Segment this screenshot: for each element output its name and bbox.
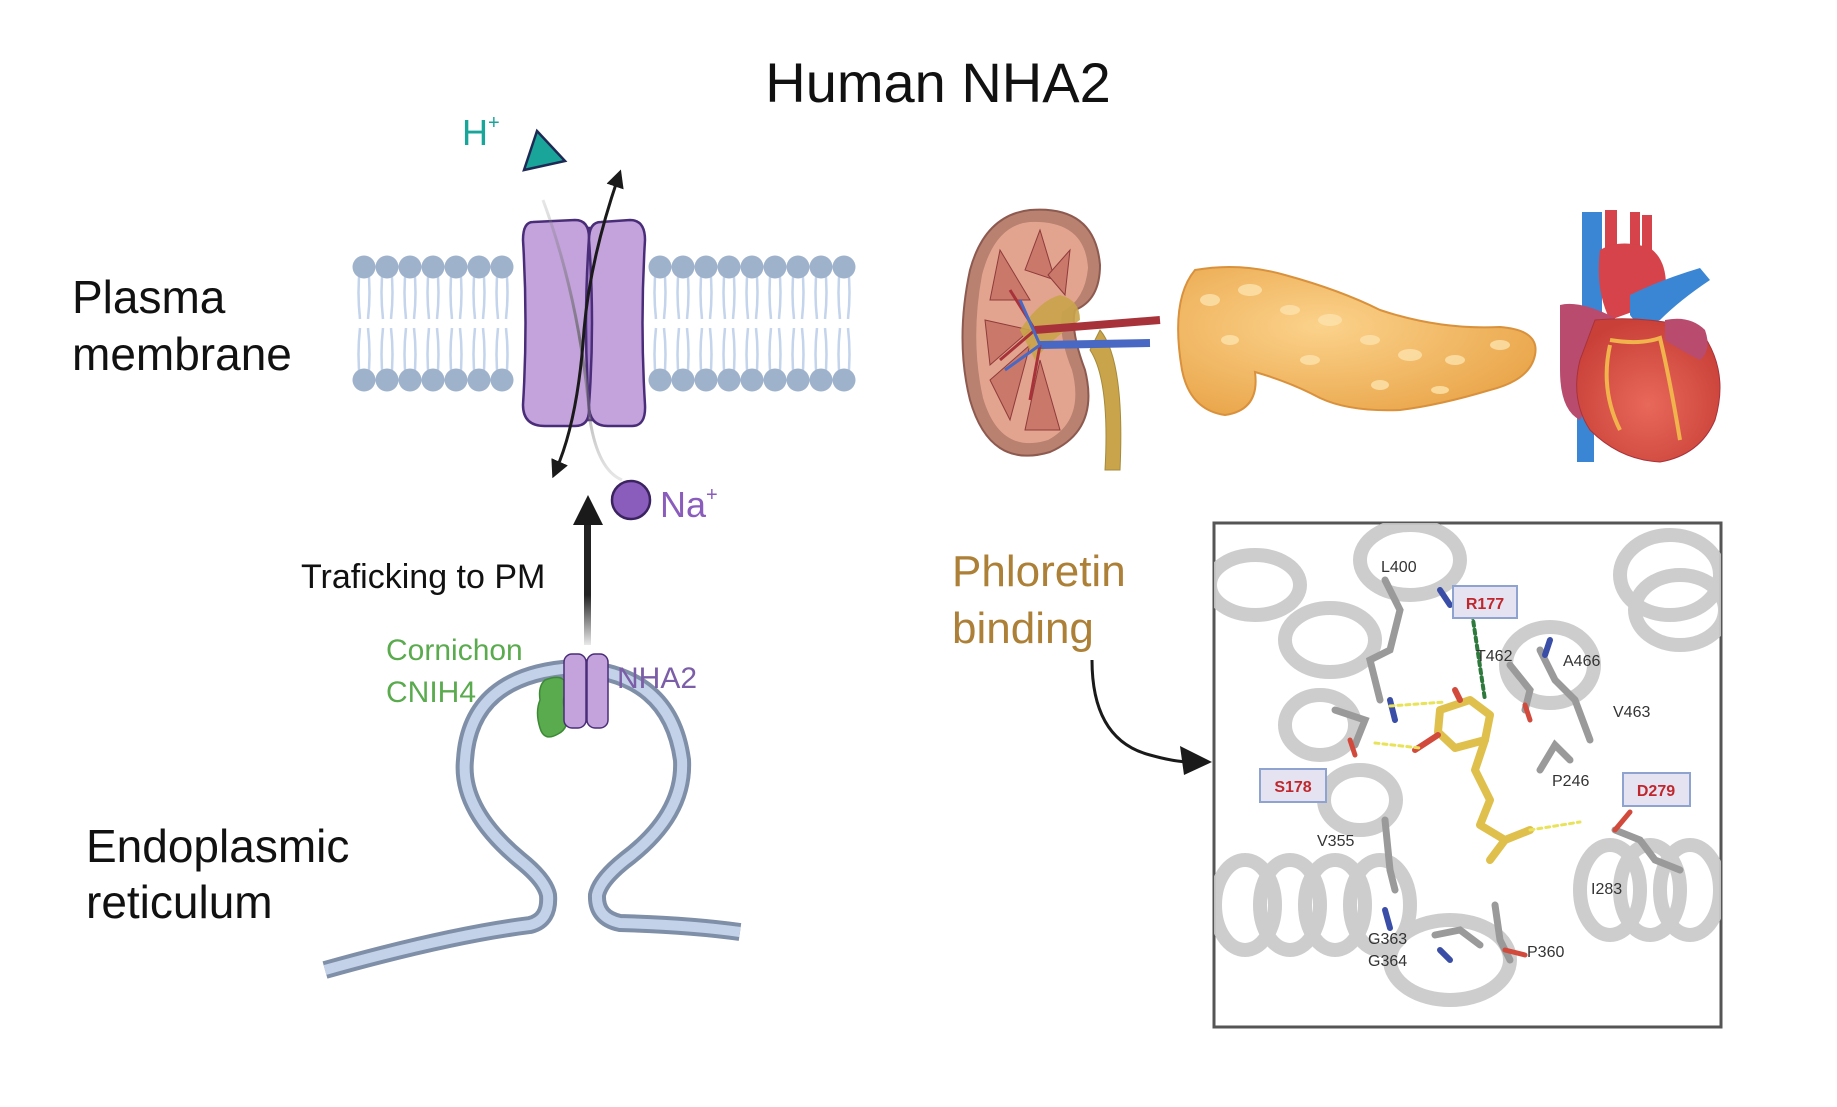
residue-label: V355 — [1317, 833, 1354, 850]
lipid-head — [398, 368, 422, 392]
phloretin-label-line1: Phloretin — [952, 547, 1126, 596]
na-ion-label: Na+ — [660, 484, 718, 525]
nha2-label: NHA2 — [617, 662, 697, 695]
residue-label: A466 — [1563, 653, 1600, 670]
residue-label: G363 — [1368, 931, 1407, 948]
lipid-bilayer — [352, 255, 856, 392]
trafficking-label: Traficking to PM — [301, 558, 545, 596]
cornichon-label-line1: Cornichon — [386, 634, 523, 667]
lipid-head — [671, 368, 695, 392]
phloretin-label-line2: binding — [952, 604, 1094, 653]
lipid-head — [490, 368, 514, 392]
cornichon-label-line2: CNIH4 — [386, 676, 476, 709]
lipid-head — [763, 368, 787, 392]
lipid-head — [375, 255, 399, 279]
lipid-head — [717, 368, 741, 392]
er-label-line2: reticulum — [86, 876, 273, 928]
er-nha2-protein — [563, 653, 609, 729]
heart-icon — [1560, 210, 1721, 463]
residue-r177-label: R177 — [1466, 596, 1504, 613]
residue-label: P360 — [1527, 944, 1564, 961]
lipid-head — [352, 368, 376, 392]
binding-arrow — [1090, 659, 1191, 764]
residue-label: T462 — [1476, 648, 1513, 665]
residue-label: L400 — [1381, 559, 1417, 576]
na-ion-circle-icon — [610, 479, 652, 521]
pancreas-icon — [1177, 265, 1537, 417]
lipid-head — [648, 255, 672, 279]
plasma-label-line2: membrane — [72, 328, 292, 380]
er-membrane — [322, 658, 742, 979]
residue-s178-label: S178 — [1274, 779, 1311, 796]
lipid-head — [444, 255, 468, 279]
lipid-head — [740, 255, 764, 279]
lipid-head — [694, 368, 718, 392]
lipid-head — [467, 368, 491, 392]
binding-arrow-head — [1180, 746, 1212, 775]
plasma-label-line1: Plasma — [72, 271, 226, 323]
lipid-head — [786, 368, 810, 392]
lipid-head — [352, 255, 376, 279]
lipid-head — [375, 368, 399, 392]
residue-label: V463 — [1613, 704, 1650, 721]
lipid-head — [694, 255, 718, 279]
h-ion: H+ — [462, 112, 568, 172]
lipid-head — [809, 255, 833, 279]
lipid-head — [671, 255, 695, 279]
exchange-arrow — [551, 169, 624, 479]
lipid-head — [421, 368, 445, 392]
h-ion-triangle-icon — [522, 128, 568, 172]
lipid-head — [490, 255, 514, 279]
lipid-head — [786, 255, 810, 279]
lipid-head — [467, 255, 491, 279]
key-residue-d279: D279 — [1622, 772, 1691, 807]
lipid-head — [763, 255, 787, 279]
binding-site-structure: R177 S178 D279 L400 T462 A466 V463 P246 … — [1212, 521, 1723, 1029]
figure-title: Human NHA2 — [765, 51, 1110, 114]
er-label-line1: Endoplasmic — [86, 820, 349, 872]
h-ion-label: H+ — [462, 112, 500, 153]
residue-label: I283 — [1591, 881, 1622, 898]
trafficking-arrow — [573, 495, 603, 645]
lipid-head — [421, 255, 445, 279]
key-residue-r177: R177 — [1452, 585, 1518, 619]
lipid-head — [648, 368, 672, 392]
lipid-head — [444, 368, 468, 392]
lipid-head — [398, 255, 422, 279]
lipid-head — [832, 255, 856, 279]
plasma-membrane-label: Plasma membrane — [72, 271, 292, 380]
lipid-head — [809, 368, 833, 392]
residue-label: P246 — [1552, 773, 1589, 790]
lipid-head — [717, 255, 741, 279]
lipid-head — [740, 368, 764, 392]
na-ion: Na+ — [610, 479, 718, 525]
lipid-head — [832, 368, 856, 392]
residue-label: G364 — [1368, 953, 1407, 970]
residue-d279-label: D279 — [1637, 783, 1675, 800]
kidney-icon — [961, 208, 1161, 471]
key-residue-s178: S178 — [1259, 768, 1327, 803]
